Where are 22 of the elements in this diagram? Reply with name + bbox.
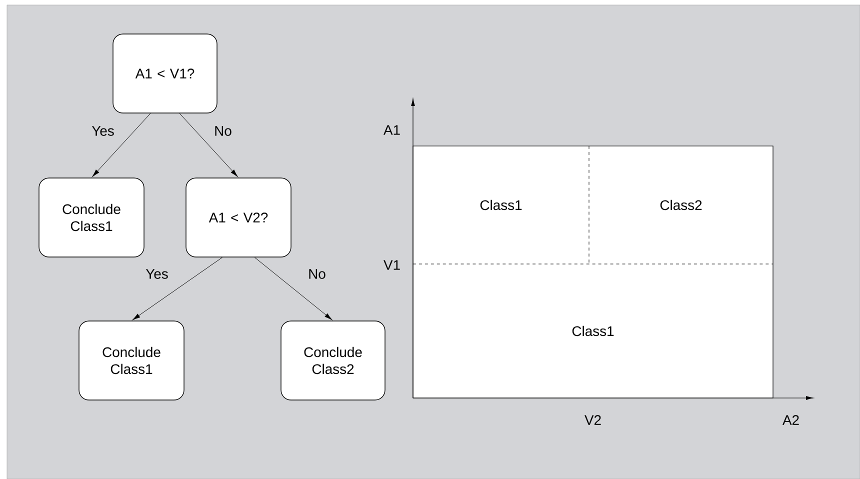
arrow: [254, 257, 332, 320]
node-label: Class1: [572, 326, 614, 336]
arrow: [179, 113, 238, 177]
conclusion-box: Conclude Class1: [38, 178, 144, 258]
arrow: [92, 113, 151, 177]
node-label: Class1: [480, 200, 522, 210]
edge-label: No: [307, 268, 327, 280]
decision-box: A1 < V2?: [186, 178, 292, 258]
arrow: [132, 257, 223, 320]
decision-box: A1 < V1?: [112, 34, 218, 114]
axis-label: V1: [384, 260, 400, 270]
axis-label: A2: [782, 415, 799, 425]
edge-label: Yes: [144, 268, 170, 280]
conclusion-box: Conclude Class1: [78, 320, 184, 400]
class-region: Class1: [413, 146, 589, 264]
axis-label: A1: [384, 125, 400, 135]
node-label: Class2: [660, 200, 702, 210]
edge-label: No: [213, 125, 233, 137]
axis-label: V2: [584, 415, 601, 425]
class-region: Class2: [589, 146, 773, 264]
conclusion-box: Conclude Class2: [280, 320, 386, 400]
edge-label: Yes: [90, 125, 116, 137]
